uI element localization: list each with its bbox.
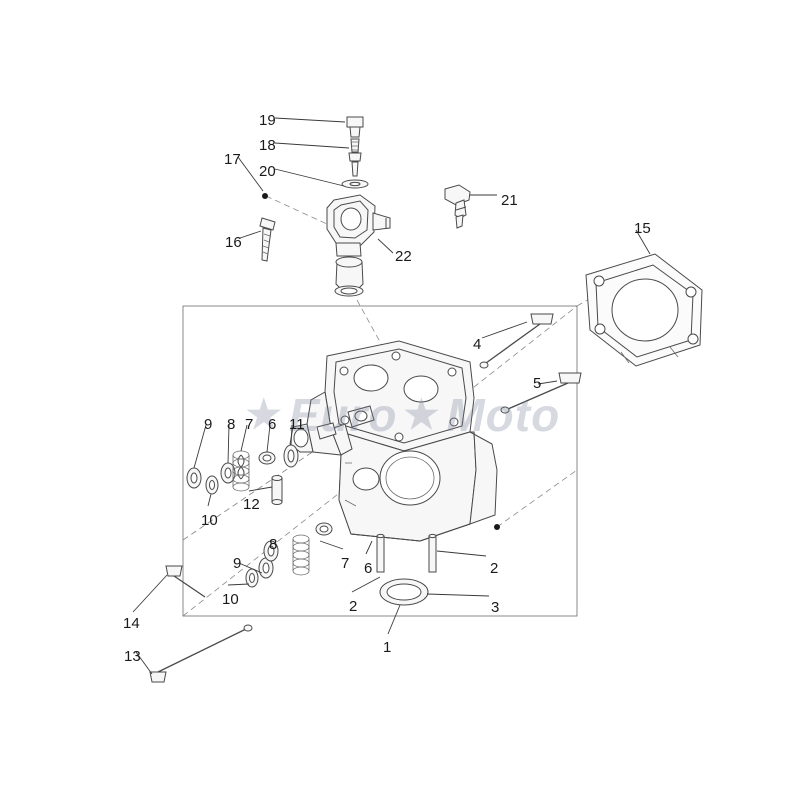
callout-label-10-22: 10 bbox=[222, 591, 239, 608]
callout-label-9-10: 9 bbox=[204, 416, 213, 433]
callout-label-17-2: 17 bbox=[224, 151, 241, 168]
callout-label-10-16: 10 bbox=[201, 512, 218, 529]
callout-label-1-26: 1 bbox=[383, 639, 392, 656]
callout-label-8-17: 8 bbox=[269, 536, 278, 553]
part-5-valve bbox=[500, 372, 582, 414]
callout-label-6-13: 6 bbox=[268, 416, 277, 433]
callout-leaders bbox=[132, 117, 651, 675]
callout-label-7-12: 7 bbox=[245, 416, 254, 433]
callout-label-9-18: 9 bbox=[233, 555, 242, 572]
part-1-cylinder-head bbox=[289, 340, 500, 573]
part-4-valve bbox=[479, 313, 554, 369]
part-18-stem bbox=[348, 138, 362, 177]
callout-label-15-7: 15 bbox=[634, 220, 651, 237]
callout-label-20-3: 20 bbox=[259, 163, 276, 180]
part-7-spring-lower bbox=[292, 534, 310, 576]
callout-label-19-0: 19 bbox=[259, 112, 276, 129]
part-15-gasket bbox=[585, 253, 703, 367]
part-16-bolt bbox=[259, 217, 276, 262]
callout-label-7-19: 7 bbox=[341, 555, 350, 572]
callout-label-11-14: 11 bbox=[289, 416, 305, 433]
callout-label-16-5: 16 bbox=[225, 234, 242, 251]
assembly-frame bbox=[182, 305, 578, 617]
valve-train-lower bbox=[245, 522, 333, 588]
callout-label-12-15: 12 bbox=[243, 496, 260, 513]
callout-label-21-4: 21 bbox=[501, 192, 518, 209]
part-21-sensor bbox=[444, 184, 471, 229]
callout-label-22-6: 22 bbox=[395, 248, 412, 265]
part-19-cap bbox=[346, 116, 364, 138]
callout-label-6-20: 6 bbox=[364, 560, 373, 577]
callout-label-2-23: 2 bbox=[349, 598, 358, 615]
callout-label-18-1: 18 bbox=[259, 137, 276, 154]
callout-label-14-25: 14 bbox=[123, 615, 140, 632]
callout-label-4-8: 4 bbox=[473, 336, 482, 353]
part-13-valve bbox=[149, 624, 253, 683]
part-3-oring bbox=[379, 578, 429, 606]
callout-label-2-21: 2 bbox=[490, 560, 499, 577]
callout-label-13-27: 13 bbox=[124, 648, 141, 665]
part-22-cover bbox=[334, 256, 364, 297]
part-17-marker bbox=[262, 193, 268, 199]
part-22-thermostat-housing bbox=[326, 194, 391, 257]
callout-label-3-24: 3 bbox=[491, 599, 500, 616]
part-14-valve bbox=[165, 565, 206, 598]
callout-label-5-9: 5 bbox=[533, 375, 542, 392]
part-7-spring-upper bbox=[232, 450, 250, 492]
part-20-washer bbox=[341, 179, 369, 189]
callout-label-8-11: 8 bbox=[227, 416, 236, 433]
